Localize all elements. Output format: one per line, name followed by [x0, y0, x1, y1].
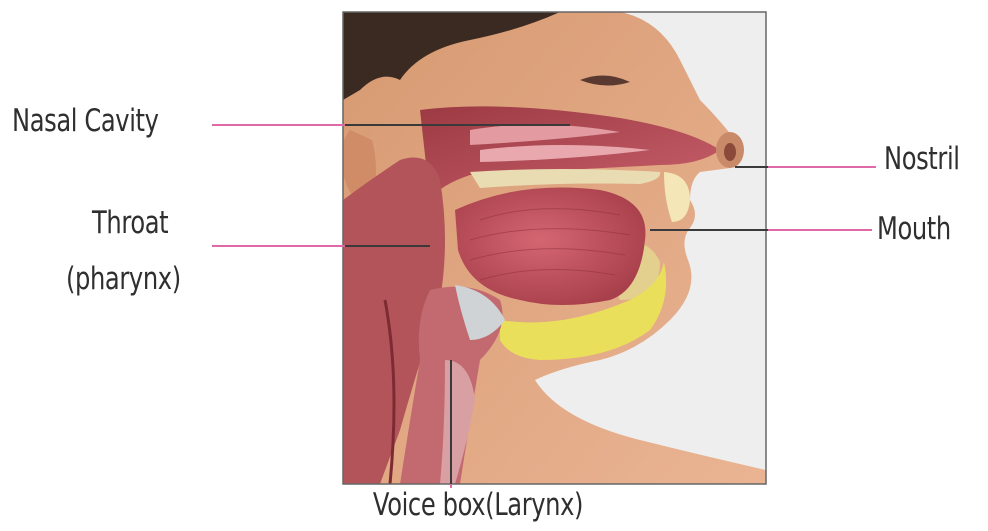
nostril-label: Nostril — [884, 142, 960, 176]
nasal-cavity-label: Nasal Cavity — [12, 104, 159, 138]
pharynx-label: (pharynx) — [66, 262, 181, 296]
voice-box-label: Voice box(Larynx) — [361, 488, 595, 522]
mouth-label: Mouth — [877, 212, 951, 246]
head-section-illustration — [341, 12, 766, 484]
throat-label: Throat — [92, 206, 168, 240]
